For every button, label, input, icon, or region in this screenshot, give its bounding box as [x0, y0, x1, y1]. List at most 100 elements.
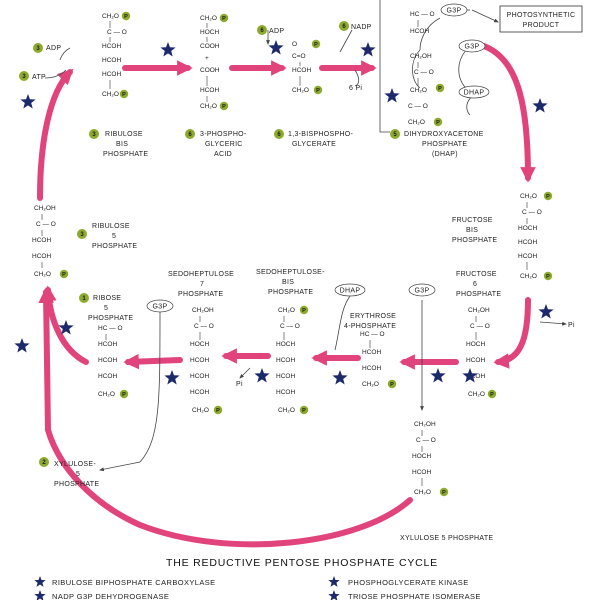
- svg-text:P: P: [122, 392, 126, 398]
- svg-text:DIHYDROXYACETONE: DIHYDROXYACETONE: [404, 131, 484, 138]
- svg-text:CH₂O: CH₂O: [362, 381, 379, 388]
- svg-text:BIS: BIS: [466, 227, 478, 234]
- label-ribulose5: 3 RIBULOSE 5 PHOSPHATE: [77, 223, 137, 250]
- svg-text:6: 6: [473, 281, 477, 288]
- svg-text:3: 3: [22, 74, 26, 80]
- svg-text:HOCH: HOCH: [466, 341, 485, 348]
- svg-text:RIBULOSE: RIBULOSE: [92, 223, 130, 230]
- svg-text:HOCH: HOCH: [200, 29, 219, 36]
- svg-text:XYLULOSE-: XYLULOSE-: [54, 461, 96, 468]
- legend-star-icon: [34, 576, 46, 587]
- svg-text:CH₂OH: CH₂OH: [410, 53, 432, 60]
- svg-text:CH₂OH: CH₂OH: [468, 307, 490, 314]
- svg-text:PHOSPHATE: PHOSPHATE: [452, 237, 497, 244]
- svg-text:CH₂O: CH₂O: [278, 307, 295, 314]
- label-s7p: SEDOHEPTULOSE 7 PHOSPHATE: [168, 271, 234, 298]
- label-bpg: 6 1,3-BISPHOSPHO- GLYCERATE: [274, 129, 354, 148]
- svg-text:6: 6: [188, 132, 192, 138]
- svg-text:PHOSPHATE: PHOSPHATE: [422, 141, 467, 148]
- svg-text:G3P: G3P: [153, 304, 168, 311]
- svg-text:COOH: COOH: [200, 43, 220, 50]
- svg-text:HOCH: HOCH: [518, 225, 537, 232]
- svg-text:G3P: G3P: [447, 8, 462, 15]
- phosphate-circle: P: [121, 11, 131, 21]
- svg-text:PHOSPHATE: PHOSPHATE: [268, 289, 313, 296]
- phosphate-circle: P: [543, 271, 553, 281]
- svg-text:C — O: C — O: [194, 323, 214, 330]
- legend-star-icon: [328, 576, 340, 587]
- svg-text:P: P: [216, 408, 220, 414]
- svg-text:5: 5: [393, 132, 397, 138]
- svg-text:BIS: BIS: [116, 141, 128, 148]
- arrow-xylulose-bottom-to-xyl-left: [38, 287, 413, 548]
- svg-text:3: 3: [80, 232, 84, 238]
- enzyme-legend: RIBULOSE BIPHOSPHATE CARBOXYLASE NADP G3…: [34, 576, 481, 600]
- rubp-structure: CH₂O C — O HCOH HCOH HCOH CH₂O: [102, 13, 127, 98]
- svg-text:P: P: [442, 490, 446, 496]
- svg-text:CH₂O: CH₂O: [468, 391, 485, 398]
- svg-text:HCOH: HCOH: [518, 253, 537, 260]
- svg-text:HCOH: HCOH: [518, 239, 537, 246]
- e4p-structure: HC — O HCOH HCOH CH₂O: [360, 331, 385, 388]
- bubble-dhap-right: DHAP: [458, 85, 490, 99]
- svg-text:CH₂O: CH₂O: [520, 193, 537, 200]
- phosphate-circle: P: [435, 83, 445, 93]
- enzyme-star-12: [164, 370, 180, 385]
- svg-text:3-PHOSPHO-: 3-PHOSPHO-: [200, 131, 247, 138]
- svg-text:HCOH: HCOH: [190, 389, 209, 396]
- xylulose-bottom-structure: CH₂OH C — O HOCH HCOH CH₂O: [412, 421, 436, 496]
- svg-text:7: 7: [200, 281, 204, 288]
- svg-text:HC — O: HC — O: [360, 331, 385, 338]
- nadp-top: NADP: [351, 24, 372, 31]
- bubble-dhap-mid: DHAP: [334, 283, 366, 297]
- svg-text:GLYCERIC: GLYCERIC: [205, 141, 243, 148]
- svg-text:TRIOSE PHOSPHATE ISOMERASE: TRIOSE PHOSPHATE ISOMERASE: [348, 592, 481, 600]
- phosphate-circle: P: [387, 379, 397, 389]
- enzyme-star-9: [430, 368, 446, 383]
- phosphate-circle: P: [59, 269, 69, 279]
- enzyme-star-10: [332, 370, 348, 385]
- svg-text:P: P: [436, 120, 440, 126]
- svg-text:DHAP: DHAP: [464, 90, 485, 97]
- s7p-structure: CH₂OH C — O HOCH HCOH HCOH HCOH CH₂O: [190, 307, 214, 414]
- enzyme-star-2: [20, 94, 36, 109]
- svg-text:HCOH: HCOH: [276, 373, 295, 380]
- svg-text:CH₂O: CH₂O: [102, 13, 119, 20]
- svg-text:C — O: C — O: [470, 323, 490, 330]
- svg-text:CH₂O: CH₂O: [98, 391, 115, 398]
- enzyme-stars: [14, 40, 554, 385]
- svg-text:1,3-BISPHOSPHO-: 1,3-BISPHOSPHO-: [288, 131, 354, 138]
- atp-left: ATP: [32, 74, 46, 81]
- svg-text:HCOH: HCOH: [276, 357, 295, 364]
- svg-text:HCOH: HCOH: [32, 253, 51, 260]
- photosynthetic-product-box: PHOTOSYNTHETIC PRODUCT: [499, 5, 583, 33]
- phosphate-circle: P: [119, 389, 129, 399]
- svg-text:PHOSPHATE: PHOSPHATE: [54, 481, 99, 488]
- label-dhap: 5 DIHYDROXYACETONE PHOSPHATE (DHAP): [390, 129, 484, 158]
- arrow-s7p-to-r5p: [123, 353, 183, 370]
- svg-text:6: 6: [277, 132, 281, 138]
- legend-item-rubisco: RIBULOSE BIPHOSPHATE CARBOXYLASE: [34, 576, 215, 587]
- adp-left: ADP: [46, 45, 61, 52]
- svg-text:CH₂OH: CH₂OH: [414, 421, 436, 428]
- svg-text:3: 3: [92, 132, 96, 138]
- svg-text:C — O: C — O: [36, 221, 56, 228]
- phosphate-circle: P: [219, 13, 229, 23]
- svg-text:CH₂O: CH₂O: [278, 407, 295, 414]
- phosphate-circle: P: [543, 191, 553, 201]
- svg-text:SEDOHEPTULOSE: SEDOHEPTULOSE: [168, 271, 234, 278]
- svg-text:CH₂O: CH₂O: [408, 119, 425, 126]
- svg-text:P: P: [302, 308, 306, 314]
- compound-labels: 3 RIBULOSE BIS PHOSPHATE 6 3-PHOSPHO- GL…: [39, 129, 501, 542]
- legend-item-nadp-g3p-dehydrogenase: NADP G3P DEHYDROGENASE: [34, 590, 169, 600]
- bpg-structure: O C=O HCOH CH₂O: [292, 41, 311, 94]
- svg-text:HCOH: HCOH: [98, 341, 117, 348]
- svg-text:HCOH: HCOH: [190, 357, 209, 364]
- svg-text:PHOSPHATE: PHOSPHATE: [456, 291, 501, 298]
- svg-text:5: 5: [104, 305, 108, 312]
- svg-text:3: 3: [36, 46, 40, 52]
- svg-text:6: 6: [342, 24, 346, 30]
- svg-text:P: P: [316, 88, 320, 94]
- enzyme-star-4: [360, 42, 376, 57]
